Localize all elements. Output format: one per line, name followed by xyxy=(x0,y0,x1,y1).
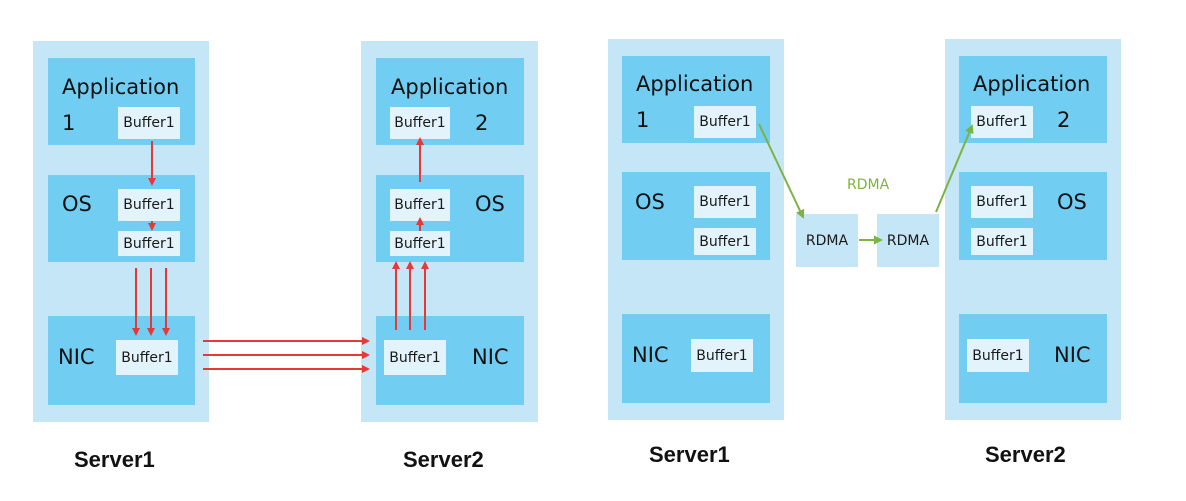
right-server1-os-label: OS xyxy=(635,190,665,214)
right-server1-application-number: 1 xyxy=(636,108,650,132)
right-server2-application-number: 2 xyxy=(1057,108,1071,132)
right-server2-os-buffer-b: Buffer1 xyxy=(971,228,1033,255)
left-server1-os-label: OS xyxy=(62,192,92,216)
rdma-box-sender: RDMA xyxy=(796,214,858,267)
left-server1-os-buffer-a: Buffer1 xyxy=(118,189,180,221)
right-server2-app-buffer: Buffer1 xyxy=(971,106,1033,138)
left-server2-nic-label: NIC xyxy=(472,345,509,369)
rdma-box-receiver: RDMA xyxy=(877,214,939,267)
left-server1-os-buffer-b: Buffer1 xyxy=(118,231,180,256)
right-server1-os-buffer-a: Buffer1 xyxy=(694,186,756,218)
right-server1-nic-buffer: Buffer1 xyxy=(691,339,753,372)
left-server2-application-label: Application xyxy=(391,75,509,99)
left-server2-os-buffer-b: Buffer1 xyxy=(390,231,450,256)
left-server1-application-number: 1 xyxy=(62,111,76,135)
right-server1-name: Server1 xyxy=(649,442,730,467)
right-server2-application-label: Application xyxy=(973,72,1091,96)
left-server2-nic-buffer: Buffer1 xyxy=(384,340,446,375)
right-server1-os-buffer-b: Buffer1 xyxy=(694,228,756,255)
right-server1-application-label: Application xyxy=(636,72,754,96)
left-server1-nic-buffer: Buffer1 xyxy=(116,340,178,375)
right-server2-os-buffer-a: Buffer1 xyxy=(971,186,1033,218)
left-server2-app-buffer: Buffer1 xyxy=(390,107,450,139)
arrow-rdma-app-to-rnic xyxy=(758,123,805,219)
right-server1-app-buffer: Buffer1 xyxy=(694,106,756,138)
rdma-caption: RDMA xyxy=(847,177,890,193)
right-server2-os-label: OS xyxy=(1057,190,1087,214)
left-server2-application-number: 2 xyxy=(475,111,489,135)
left-server2-name: Server2 xyxy=(403,447,484,472)
right-server2-name: Server2 xyxy=(985,442,1066,467)
right-server2-nic-buffer: Buffer1 xyxy=(967,339,1029,372)
left-server1-application-label: Application xyxy=(62,75,180,99)
arrow-rdma-rnic-to-app xyxy=(935,124,974,213)
right-server1-nic-label: NIC xyxy=(632,343,669,367)
left-server2-os-buffer-a: Buffer1 xyxy=(390,189,450,221)
right-server2-nic-label: NIC xyxy=(1054,343,1091,367)
left-server1-nic-label: NIC xyxy=(58,345,95,369)
left-server1-name: Server1 xyxy=(74,447,155,472)
left-server2-os-label: OS xyxy=(475,192,505,216)
left-server1-app-buffer: Buffer1 xyxy=(118,107,180,139)
